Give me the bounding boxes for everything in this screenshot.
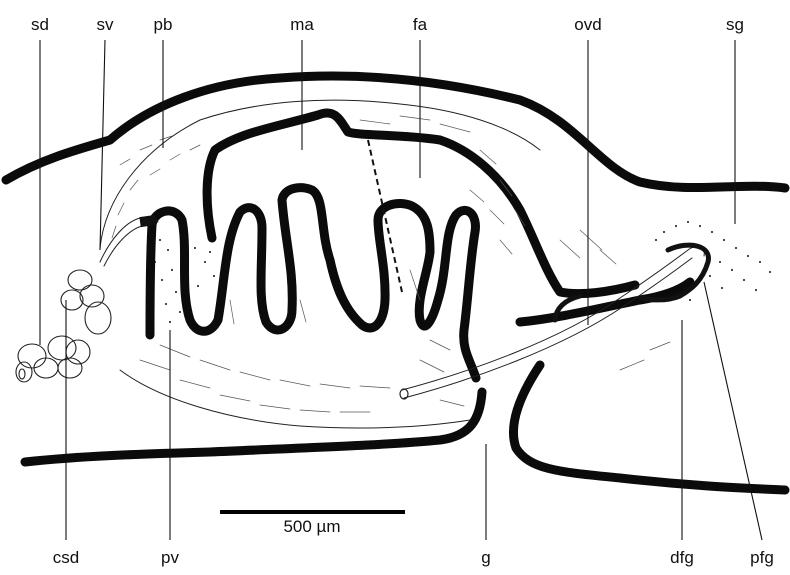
label-ma: ma (290, 15, 314, 34)
label-g: g (481, 548, 490, 567)
label-fa: fa (413, 15, 428, 34)
label-pfg: pfg (750, 548, 774, 567)
ventral-body-wall (25, 392, 482, 462)
penis-bulb-lower-outline (120, 370, 470, 428)
folded-epithelium (150, 188, 476, 378)
label-dfg: dfg (670, 548, 694, 567)
label-pb: pb (154, 15, 173, 34)
label-csd: csd (53, 548, 79, 567)
male-atrium-wall (207, 113, 635, 294)
ventral-body-wall-posterior (513, 365, 785, 490)
label-sv: sv (97, 15, 115, 34)
label-ovd: ovd (574, 15, 601, 34)
label-sg: sg (726, 15, 744, 34)
label-sd: sd (31, 15, 49, 34)
muscle-fibers (112, 116, 670, 412)
label-pv: pv (161, 548, 179, 567)
scale-bar-label: 500 µm (283, 517, 340, 536)
ejaculatory-duct-inner (104, 226, 142, 266)
seminal-duct-chain (16, 270, 111, 382)
